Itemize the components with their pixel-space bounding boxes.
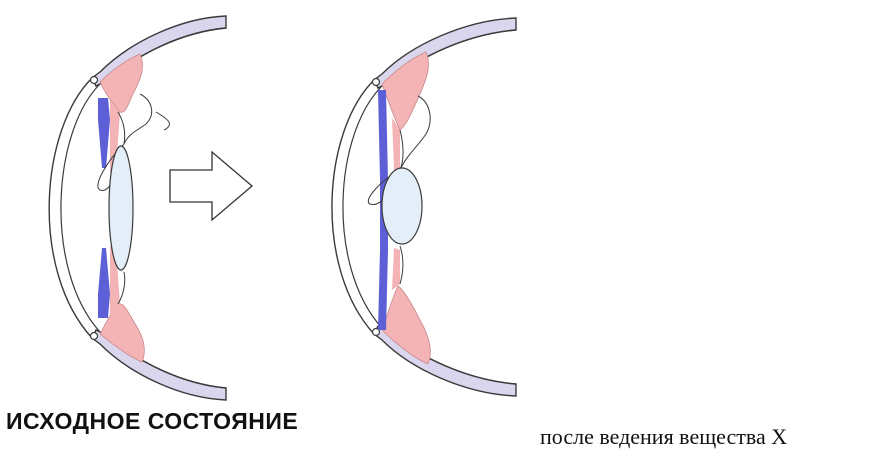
cornea: [49, 78, 92, 338]
eye-after-substance: [332, 18, 516, 396]
lens-rounded: [382, 168, 422, 244]
cornea: [332, 80, 374, 334]
limbus-top: [373, 79, 380, 86]
limbus-top: [91, 77, 98, 84]
cornea-inner: [343, 86, 382, 328]
ciliary-body-top: [382, 52, 428, 130]
eye-initial-state: [49, 16, 226, 400]
iris-bottom: [392, 248, 400, 290]
caption-initial-state: ИСХОДНОЕ СОСТОЯНИЕ: [6, 408, 298, 435]
transition-arrow: [170, 152, 252, 220]
zonule-fibers-bottom: [400, 246, 403, 284]
limbus-bottom: [91, 333, 98, 340]
iris-muscle-top: [98, 98, 110, 168]
lens-flat: [109, 146, 133, 270]
cornea-inner: [61, 84, 100, 332]
caption-after-substance: после ведения вещества X: [540, 424, 787, 450]
iris-muscle-bottom: [98, 248, 110, 318]
